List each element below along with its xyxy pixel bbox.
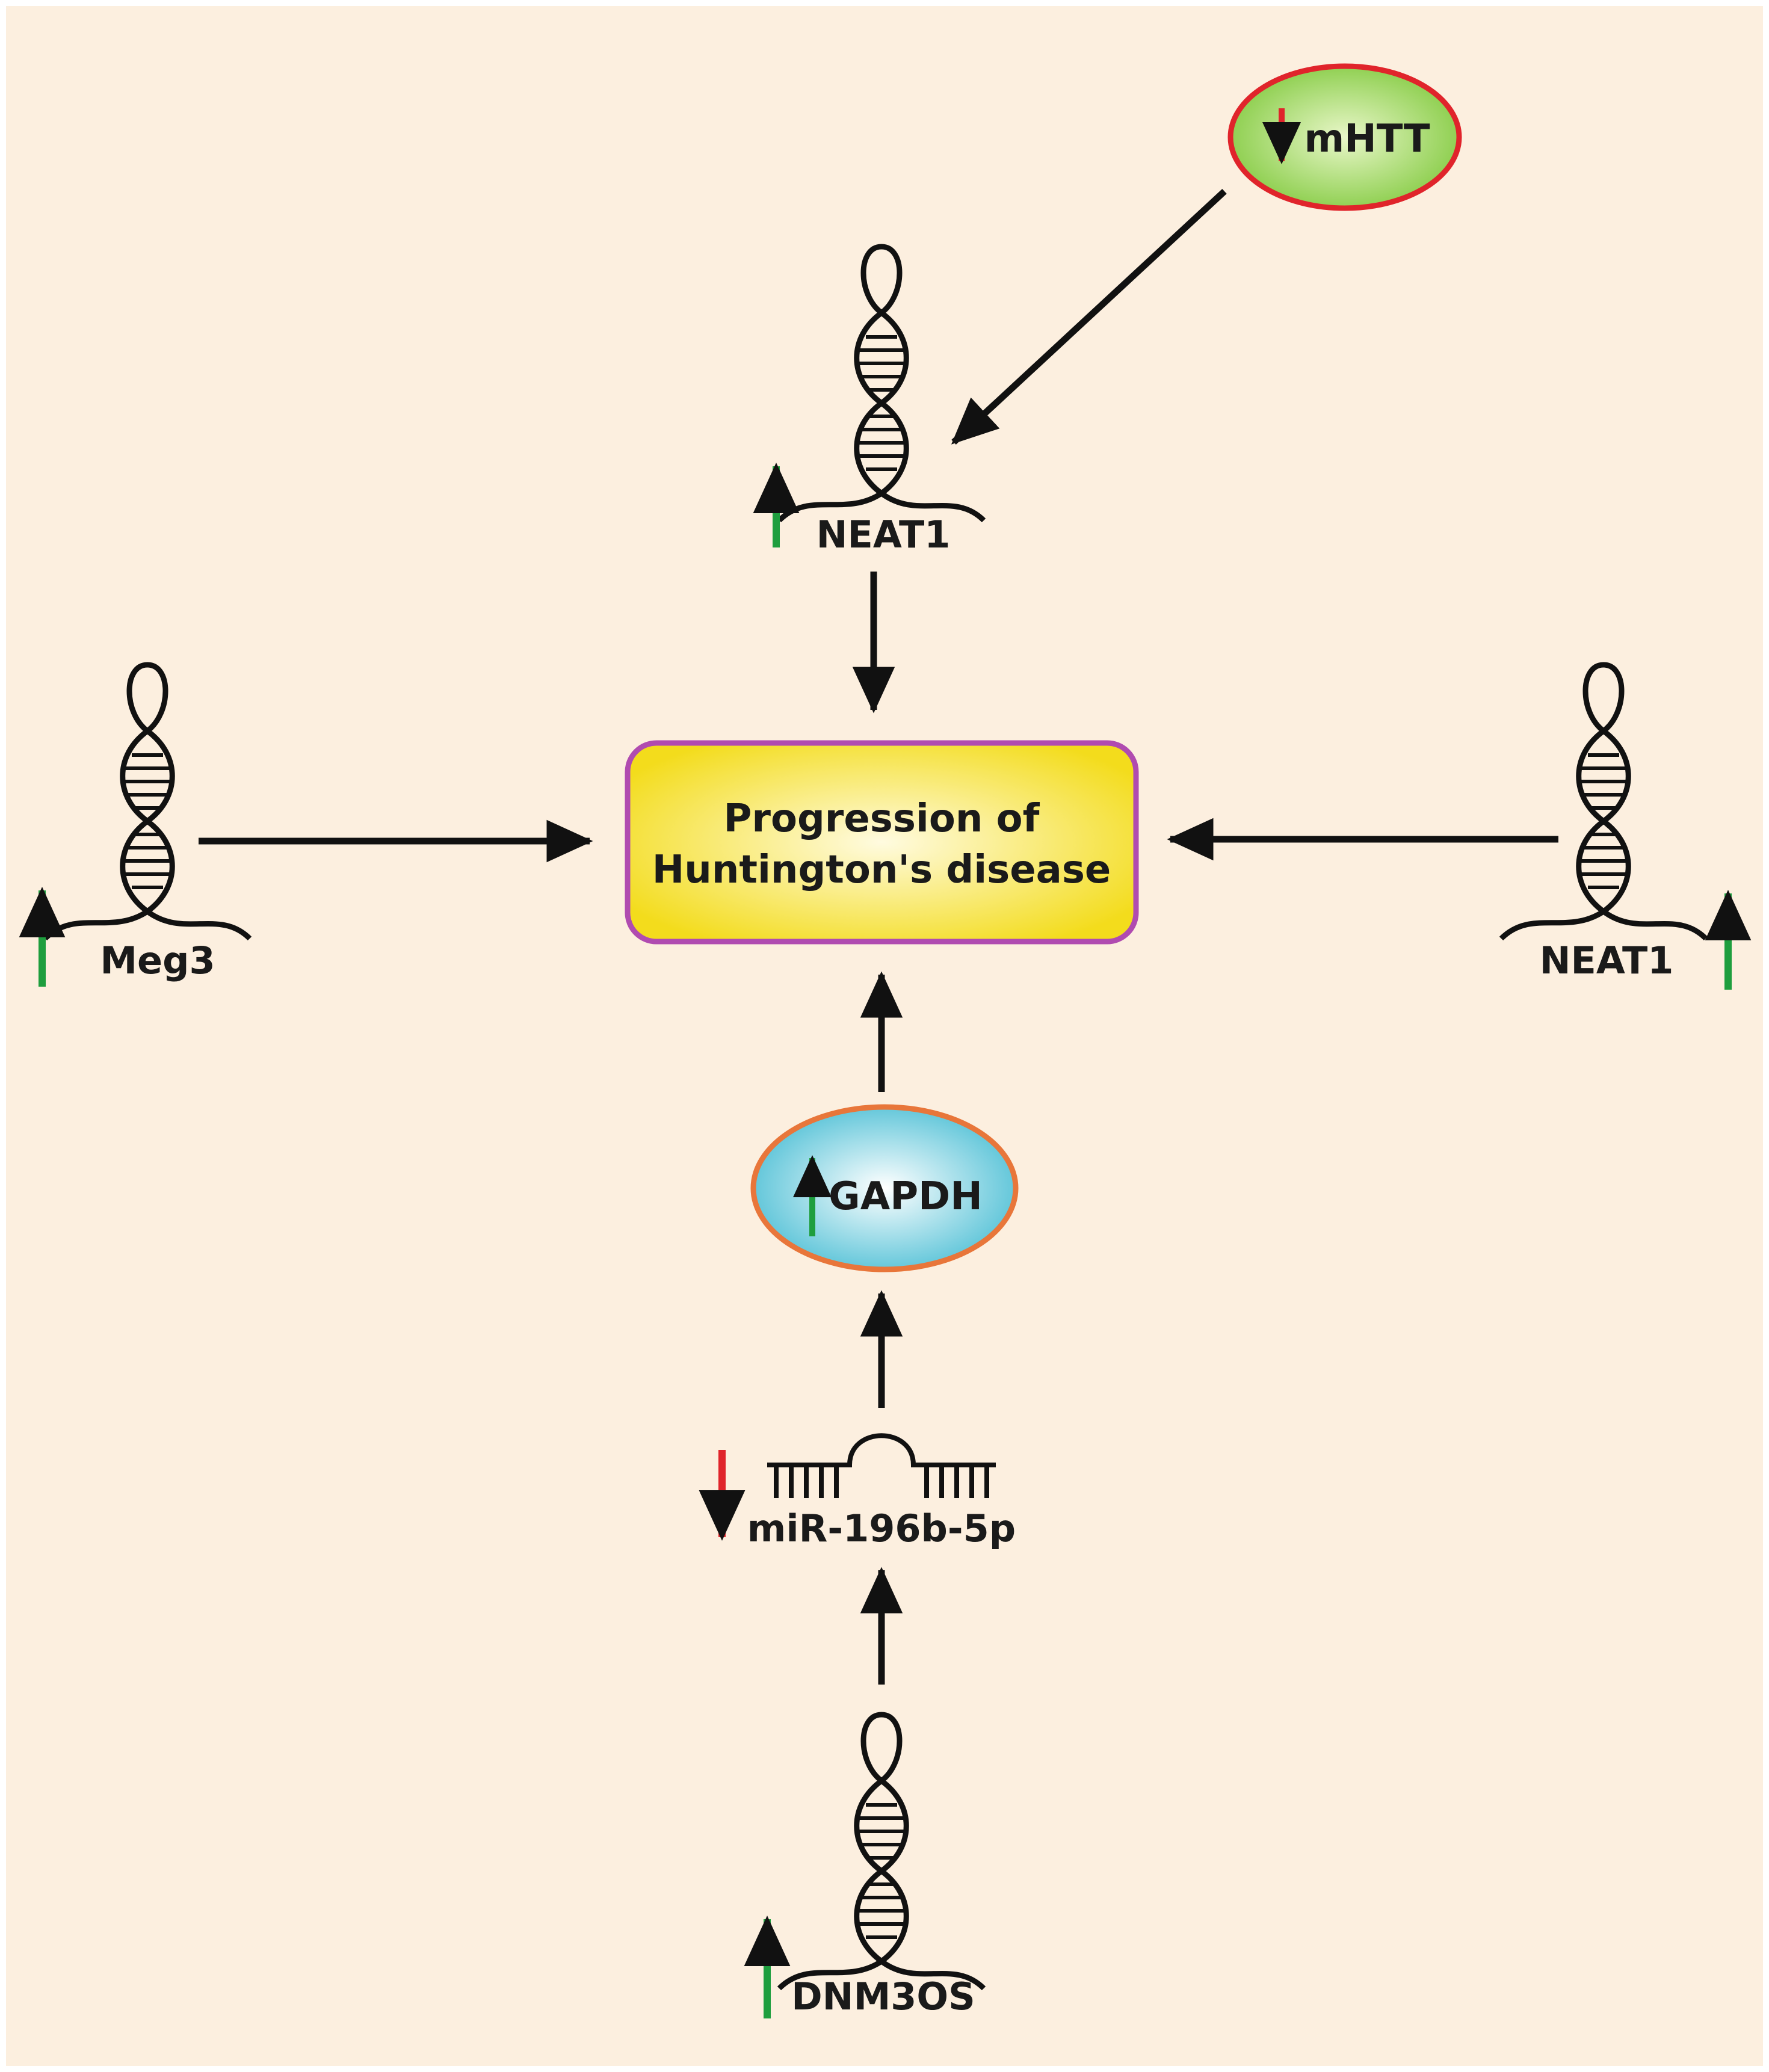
neat1-top-node: NEAT1 xyxy=(753,247,984,557)
meg3-node: Meg3 xyxy=(19,665,250,987)
mirna-comb-icon xyxy=(767,1433,996,1498)
mhtt-node: mHTT xyxy=(1227,63,1462,211)
mhtt-label: mHTT xyxy=(1304,117,1430,161)
neat1-right-node: NEAT1 xyxy=(1501,665,1752,990)
dnm3os-label: DNM3OS xyxy=(791,1975,975,2018)
neat1-top-label: NEAT1 xyxy=(817,513,951,557)
progression-box-line2: Huntington's disease xyxy=(652,848,1111,892)
gapdh-label: GAPDH xyxy=(829,1174,983,1219)
mir-node: miR-196b-5p xyxy=(699,1433,1016,1550)
gapdh-node: GAPDH xyxy=(750,1104,1019,1272)
neat1-right-label: NEAT1 xyxy=(1540,939,1674,982)
progression-box: Progression of Huntington's disease xyxy=(625,740,1139,945)
meg3-label: Meg3 xyxy=(100,939,215,982)
progression-box-line1: Progression of xyxy=(724,797,1040,841)
mir-label: miR-196b-5p xyxy=(747,1506,1016,1550)
arrow-mhtt-to-neat1 xyxy=(951,188,1227,445)
dnm3os-node: DNM3OS xyxy=(744,1715,984,2018)
